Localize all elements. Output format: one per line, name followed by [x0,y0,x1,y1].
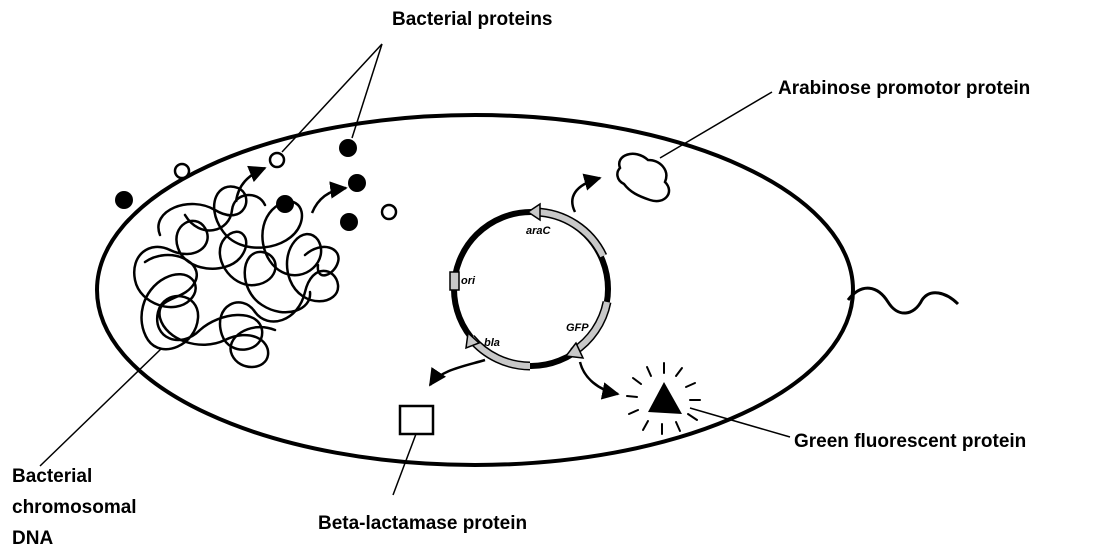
bacterial-protein-filled [340,213,358,231]
gfp-protein-shape [648,382,682,414]
bacterial-cell-membrane [97,115,853,465]
gfp-expression-arrow [580,362,618,394]
bla-expression-arrow [430,360,485,385]
beta-lactamase-protein-shape [400,406,433,434]
label-chromosomal-dna-line2: chromosomal [12,497,137,520]
bacterial-protein-hollow [382,205,396,219]
label-chromosomal-dna-line3: DNA [12,528,53,551]
gene-label-bla: bla [484,337,500,349]
bacterial-protein-hollow [270,153,284,167]
label-beta-lactamase-protein: Beta-lactamase protein [318,513,527,536]
arabinose-promotor-protein-shape [617,154,669,201]
arac-expression-arrow [572,178,600,212]
label-bacterial-proteins: Bacterial proteins [392,9,553,32]
origin-of-replication [450,272,459,290]
chromosomal-dna-tangle [134,186,338,367]
gene-label-ori: ori [461,275,476,287]
gene-label-gfp: GFP [566,322,589,334]
gene-label-arac: araC [526,225,552,237]
flagellum [848,288,958,313]
bacterial-protein-filled [115,191,133,209]
expression-arrow [312,188,346,213]
bacterial-protein-filled [339,139,357,157]
label-green-fluorescent-protein: Green fluorescent protein [794,431,1026,454]
label-arabinose-promotor-protein: Arabinose promotor protein [778,78,1030,101]
bacterial-protein-filled [348,174,366,192]
label-chromosomal-dna-line1: Bacterial [12,466,92,489]
bacterial-protein-hollow [175,164,189,178]
